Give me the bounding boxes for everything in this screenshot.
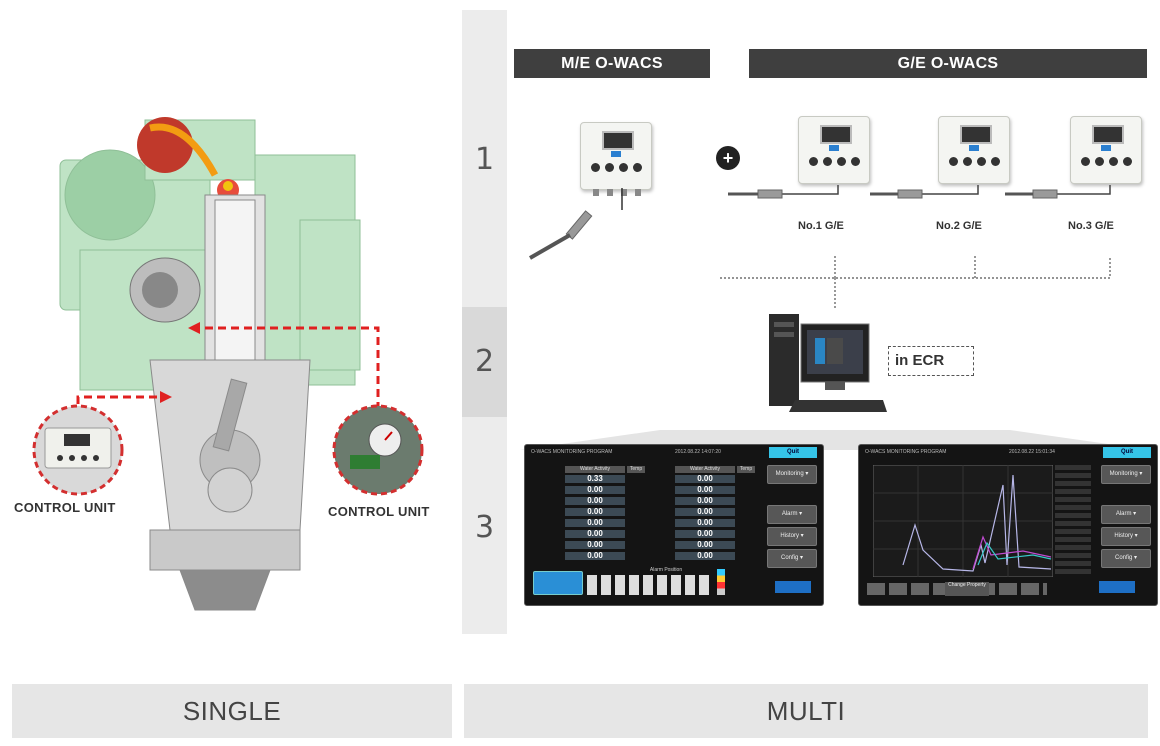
logo-icon — [775, 581, 811, 593]
history-button[interactable]: History ▾ — [1101, 527, 1151, 546]
water-activity-value: 0.00 — [565, 552, 625, 560]
monitoring-screen-table: O-WACS MONITORING PROGRAM 2012.08.22 14:… — [524, 444, 824, 606]
alarm-position-grid — [587, 575, 712, 595]
step-3: 3 — [474, 510, 495, 545]
ge-sensors-and-lines — [720, 185, 1111, 310]
col-temp-b: Temp — [737, 466, 755, 473]
ge-label-1: No.1 G/E — [798, 220, 844, 232]
water-activity-value: 0.00 — [565, 486, 625, 494]
history-button[interactable]: History ▾ — [767, 527, 817, 546]
config-button[interactable]: Config ▾ — [1101, 549, 1151, 568]
ge-device-1 — [798, 116, 870, 184]
alarm-button[interactable]: Alarm ▾ — [1101, 505, 1151, 524]
water-activity-value: 0.00 — [675, 497, 735, 505]
monitoring-button[interactable]: Monitoring ▾ — [1101, 465, 1151, 484]
engine-cylinder — [149, 194, 311, 611]
water-activity-value: 0.00 — [565, 541, 625, 549]
trend-legend — [1055, 465, 1091, 577]
me-owacs-header: M/E O-WACS — [514, 49, 710, 78]
trend-chart — [873, 465, 1053, 577]
step-2: 2 — [474, 344, 495, 379]
screen-date: 2012.08.22 14:07:20 — [675, 449, 721, 455]
ge-device-2 — [938, 116, 1010, 184]
step-column — [462, 10, 507, 634]
water-activity-value: 0.33 — [565, 475, 625, 483]
col-water-b: Water Activity — [675, 466, 735, 473]
normal-running-button[interactable] — [533, 571, 583, 595]
pc-icon — [769, 314, 887, 412]
control-unit-label-left: CONTROL UNIT — [14, 500, 116, 515]
ge-label-2: No.2 G/E — [936, 220, 982, 232]
change-property-button[interactable]: Change Property — [945, 582, 989, 596]
ge-device-3 — [1070, 116, 1142, 184]
step-active-highlight — [462, 307, 507, 417]
single-label: SINGLE — [12, 684, 452, 738]
water-activity-value: 0.00 — [565, 497, 625, 505]
quit-button[interactable]: Quit — [769, 447, 817, 458]
water-activity-value: 0.00 — [565, 530, 625, 538]
water-activity-value: 0.00 — [675, 530, 735, 538]
screen-title: O-WACS MONITORING PROGRAM — [531, 449, 613, 455]
logo-icon — [1099, 581, 1135, 593]
screen-date: 2012.08.22 15:01:34 — [1009, 449, 1055, 455]
water-activity-value: 0.00 — [675, 475, 735, 483]
signal-arrows — [76, 326, 380, 430]
alarm-legend — [717, 569, 725, 595]
ecr-label: in ECR — [888, 346, 974, 376]
engine-frame — [59, 119, 361, 391]
multi-label: MULTI — [464, 684, 1148, 738]
control-unit-right-image — [332, 404, 424, 496]
water-activity-value: 0.00 — [675, 541, 735, 549]
alarm-position-title: Alarm Position — [649, 567, 683, 573]
water-activity-value: 0.00 — [565, 519, 625, 527]
water-activity-value: 0.00 — [675, 552, 735, 560]
monitoring-button[interactable]: Monitoring ▾ — [767, 465, 817, 484]
monitoring-screen-trend: O-WACS MONITORING PROGRAM 2012.08.22 15:… — [858, 444, 1158, 606]
alarm-button[interactable]: Alarm ▾ — [767, 505, 817, 524]
ge-label-3: No.3 G/E — [1068, 220, 1114, 232]
water-activity-value: 0.00 — [565, 508, 625, 516]
config-button[interactable]: Config ▾ — [767, 549, 817, 568]
control-unit-label-right: CONTROL UNIT — [328, 504, 430, 519]
step-1: 1 — [474, 142, 495, 177]
me-sensor-icon — [529, 188, 623, 260]
me-device — [580, 122, 652, 196]
plus-icon: + — [716, 146, 740, 170]
ge-owacs-header: G/E O-WACS — [749, 49, 1147, 78]
water-activity-value: 0.00 — [675, 519, 735, 527]
control-unit-left-image — [32, 404, 124, 496]
col-water-a: Water Activity — [565, 466, 625, 473]
screen-title: O-WACS MONITORING PROGRAM — [865, 449, 947, 455]
engine-illustration — [32, 117, 424, 611]
quit-button[interactable]: Quit — [1103, 447, 1151, 458]
water-activity-value: 0.00 — [675, 486, 735, 494]
col-temp-a: Temp — [627, 466, 645, 473]
water-activity-value: 0.00 — [675, 508, 735, 516]
